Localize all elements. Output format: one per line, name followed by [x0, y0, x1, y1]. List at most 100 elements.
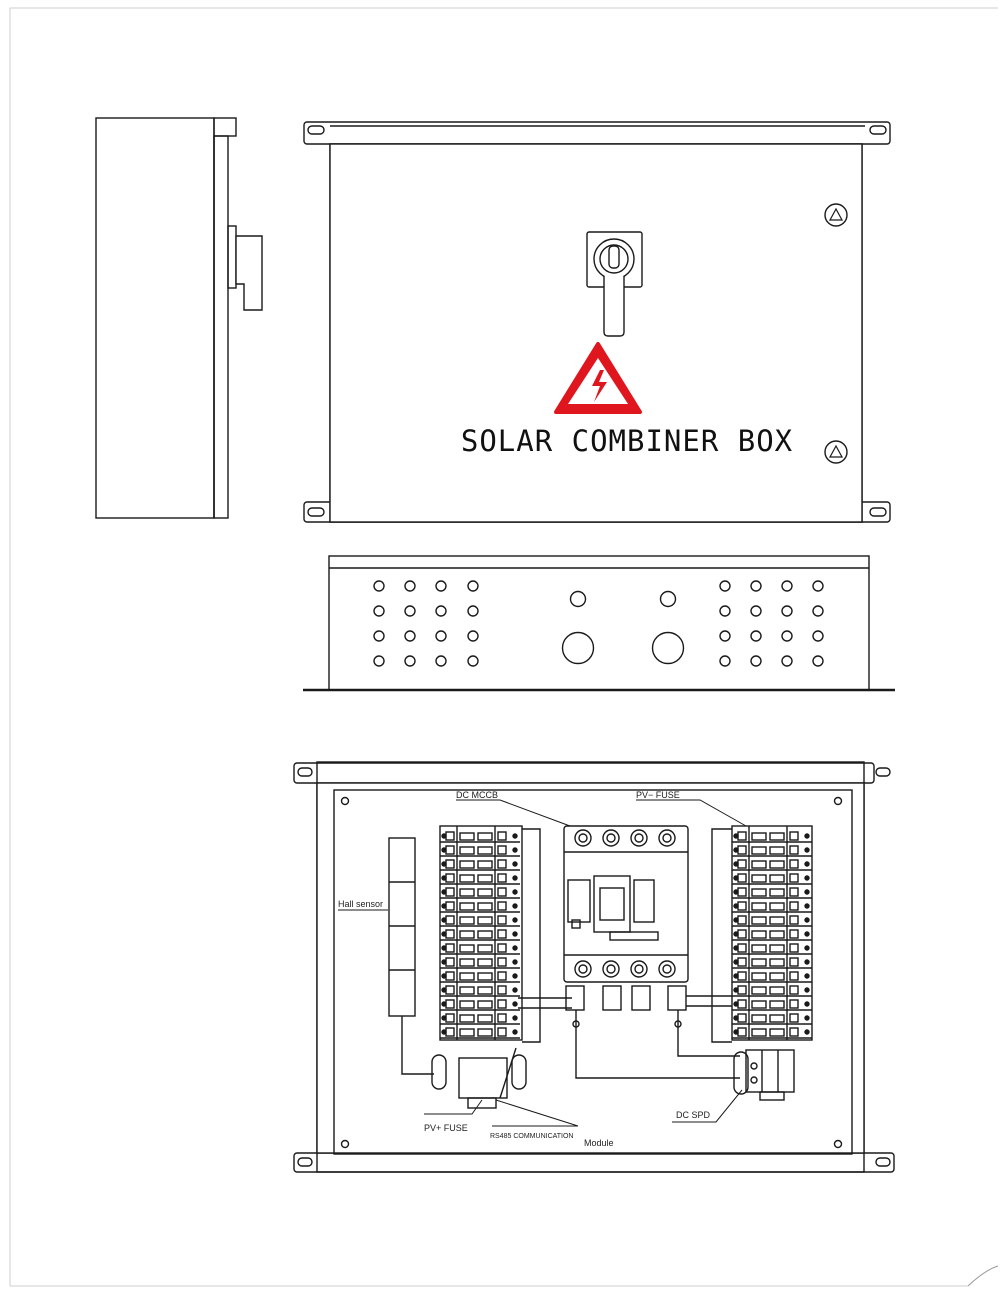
- fuse-holder: [732, 957, 812, 969]
- fuse-holder: [440, 1013, 520, 1025]
- dc-mccb: [563, 825, 689, 1011]
- fuse-holder: [440, 929, 520, 941]
- side-view-door: [213, 135, 229, 519]
- gland-hole: [719, 580, 731, 592]
- fuse-holder: [440, 985, 520, 997]
- interior-view: [293, 761, 895, 1173]
- cable-gland-holes-right: [719, 580, 824, 667]
- gland-hole: [404, 655, 416, 667]
- mounting-plate: [333, 789, 853, 1155]
- fuse-holder: [440, 943, 520, 955]
- fuse-holder: [732, 971, 812, 983]
- gland-hole: [467, 580, 479, 592]
- bottom-view: [303, 555, 895, 692]
- gland-hole: [812, 630, 824, 642]
- pv-plus-fuse-label: PV+ FUSE: [424, 1123, 468, 1133]
- gland-hole: [750, 605, 762, 617]
- gland-hole: [719, 630, 731, 642]
- gland-hole: [467, 605, 479, 617]
- side-view: [95, 117, 263, 519]
- fuse-holder: [440, 957, 520, 969]
- gland-hole: [781, 655, 793, 667]
- fuse-holder: [732, 915, 812, 927]
- fuse-holder: [440, 859, 520, 871]
- fuse-holder: [440, 845, 520, 857]
- fuse-holder: [440, 831, 520, 843]
- fuse-holder: [732, 845, 812, 857]
- pv-minus-fuse-label: PV− FUSE: [636, 790, 680, 800]
- fuse-holder: [732, 1013, 812, 1025]
- fuse-holder: [732, 887, 812, 899]
- gland-hole: [812, 655, 824, 667]
- gland-hole: [404, 630, 416, 642]
- terminal-screw: [630, 829, 648, 847]
- gland-hole: [467, 630, 479, 642]
- gland-hole: [719, 655, 731, 667]
- fuse-holder: [732, 929, 812, 941]
- gland-hole: [435, 630, 447, 642]
- fuse-holder: [440, 1027, 520, 1039]
- gland-hole: [435, 655, 447, 667]
- dc-mccb-terminals: [574, 829, 676, 978]
- side-view-handle: [235, 235, 263, 311]
- fuse-holder: [732, 985, 812, 997]
- gland-hole: [781, 580, 793, 592]
- terminal-screw: [602, 829, 620, 847]
- gland-hole: [435, 605, 447, 617]
- hall-sensor: [388, 837, 434, 1075]
- terminal-screw: [574, 829, 592, 847]
- gland-hole: [373, 605, 385, 617]
- fuse-holder: [732, 873, 812, 885]
- rs485-label: RS485 COMMUNICATION: [490, 1133, 574, 1140]
- gland-hole: [812, 605, 824, 617]
- door-lock-top-icon: [824, 203, 848, 227]
- terminal-screw: [658, 960, 676, 978]
- gland-hole: [404, 580, 416, 592]
- cable-gland-holes-left: [373, 580, 479, 667]
- pv-plus-fuse-strip: [439, 825, 523, 1041]
- fuse-holder: [440, 873, 520, 885]
- terminal-screw: [574, 960, 592, 978]
- dc-spd: [733, 1049, 795, 1101]
- fuse-holder: [732, 859, 812, 871]
- terminal-screw: [602, 960, 620, 978]
- vent-hole: [569, 590, 587, 608]
- bottom-view-body: [328, 555, 870, 691]
- fuse-holder: [732, 943, 812, 955]
- main-cable-gland: [651, 631, 685, 665]
- fuse-holder: [440, 901, 520, 913]
- front-view: [303, 121, 891, 523]
- gland-hole: [812, 580, 824, 592]
- module-label: Module: [584, 1138, 614, 1148]
- gland-hole: [750, 580, 762, 592]
- rs485-communication-module: [431, 1047, 527, 1109]
- high-voltage-warning-icon: [554, 342, 642, 414]
- fuse-holder: [732, 999, 812, 1011]
- front-view-title: SOLAR COMBINER BOX: [461, 424, 793, 458]
- gland-hole: [781, 605, 793, 617]
- fuse-holder: [440, 887, 520, 899]
- gland-hole: [373, 630, 385, 642]
- terminal-screw: [658, 829, 676, 847]
- gland-hole: [467, 655, 479, 667]
- terminal-screw: [630, 960, 648, 978]
- fuse-holder: [440, 915, 520, 927]
- fuse-holder: [440, 999, 520, 1011]
- gland-hole: [435, 580, 447, 592]
- main-cable-gland: [561, 631, 595, 665]
- fuse-holder: [440, 971, 520, 983]
- rotary-isolator-handle: [586, 231, 643, 337]
- fuse-holder: [732, 901, 812, 913]
- page-corner-curl: [967, 1265, 999, 1287]
- page-border: [9, 7, 998, 1286]
- vent-hole: [659, 590, 677, 608]
- pv-minus-fuse-strip: [731, 825, 813, 1041]
- gland-hole: [781, 630, 793, 642]
- fuse-holder: [732, 1027, 812, 1039]
- fuse-holder: [732, 831, 812, 843]
- gland-hole: [750, 630, 762, 642]
- side-view-body: [95, 117, 215, 519]
- gland-hole: [404, 605, 416, 617]
